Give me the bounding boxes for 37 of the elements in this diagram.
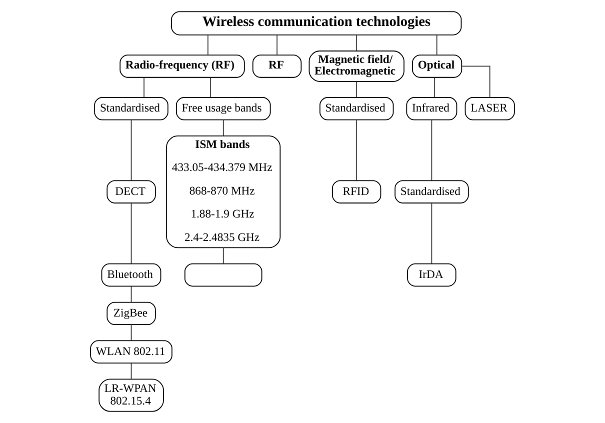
node-box: ISM bands 433.05-434.379 MHz 868-870 MHz 1.88-1.9 GHz 2.4-2.4835 GHz — [166, 136, 281, 248]
node-box: RFID — [332, 180, 382, 204]
connector — [130, 362, 132, 380]
connector — [431, 119, 432, 181]
connector — [222, 119, 224, 136]
node-box: Radio-frequency (RF) — [120, 54, 245, 78]
connector — [356, 34, 358, 52]
connector — [356, 81, 358, 98]
node-box: RF — [252, 54, 302, 78]
connector — [130, 324, 132, 341]
node-box: Wireless communication technologies — [171, 11, 462, 36]
connector — [130, 202, 132, 264]
connector — [436, 34, 438, 56]
node-box: LASER — [464, 97, 515, 120]
node-box: Optical — [412, 54, 462, 78]
node-box: LR-WPAN 802.15.4 — [98, 378, 164, 412]
connector — [276, 34, 278, 56]
connector — [130, 119, 132, 181]
connector — [222, 247, 224, 264]
connector — [210, 77, 211, 98]
node-box — [184, 263, 262, 287]
node-box: ZigBee — [106, 302, 156, 326]
connector — [461, 66, 490, 98]
node-box: WLAN 802.11 — [90, 340, 172, 364]
connector — [434, 77, 436, 98]
node-box: IrDA — [407, 263, 456, 287]
connector — [356, 119, 358, 181]
node-box: DECT — [106, 180, 156, 204]
node-box: Standardised — [94, 97, 168, 120]
node-box: Free usage bands — [176, 97, 271, 120]
node-box: Standardised — [394, 180, 469, 204]
connector — [130, 286, 132, 302]
node-box: Magnetic field/ Electromagnetic — [308, 50, 404, 82]
node-box: Standardised — [319, 97, 394, 120]
node-box: Bluetooth — [101, 263, 162, 287]
node-box: Infrared — [406, 97, 458, 120]
connector — [431, 202, 432, 264]
